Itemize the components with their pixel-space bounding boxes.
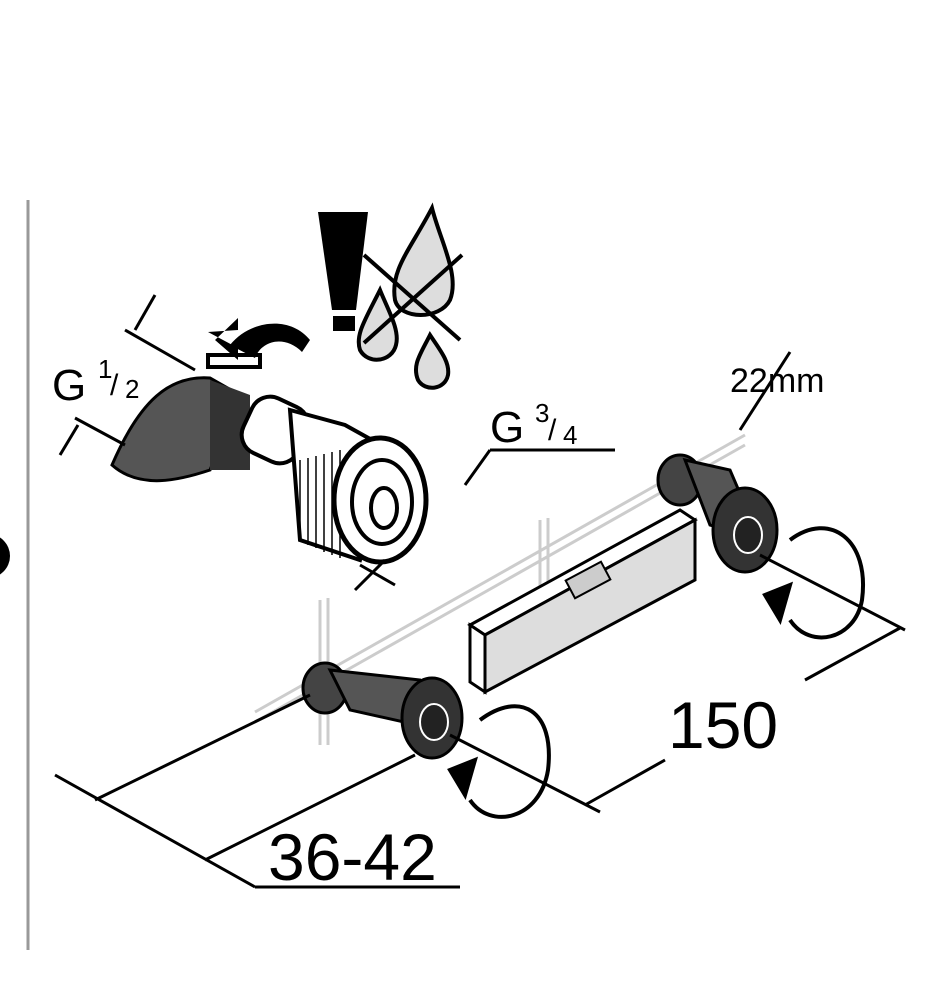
fraction-slash: /: [110, 369, 119, 402]
center-distance-label: 150: [668, 688, 778, 762]
spirit-level: [467, 508, 698, 695]
s-union-left: [301, 661, 464, 760]
eccentric-fitting: [110, 376, 429, 565]
s-union-right: [656, 453, 779, 574]
thread-label-g-three-quarter: G 3 / 4: [490, 398, 577, 452]
no-sealant-warning-icon: [318, 202, 464, 390]
dimension-lines: [54, 351, 906, 889]
curved-arrow-icon: [206, 318, 310, 369]
fraction-slash: /: [548, 414, 557, 447]
thread-letter: G: [490, 403, 524, 452]
thread-denominator: 4: [563, 420, 577, 450]
thread-label-g-half: G 1 / 2: [52, 354, 139, 410]
thread-dimension-lines: [58, 294, 615, 592]
thread-numerator: 1: [98, 354, 112, 384]
wrench-size-label: 22mm: [730, 362, 824, 400]
thread-numerator: 3: [535, 398, 549, 428]
wall-offset-label: 36-42: [268, 820, 437, 894]
thread-denominator: 2: [125, 374, 139, 404]
partial-step-marker: [0, 537, 10, 575]
rotate-arrow-icon: [447, 526, 866, 819]
thread-letter: G: [52, 361, 86, 410]
